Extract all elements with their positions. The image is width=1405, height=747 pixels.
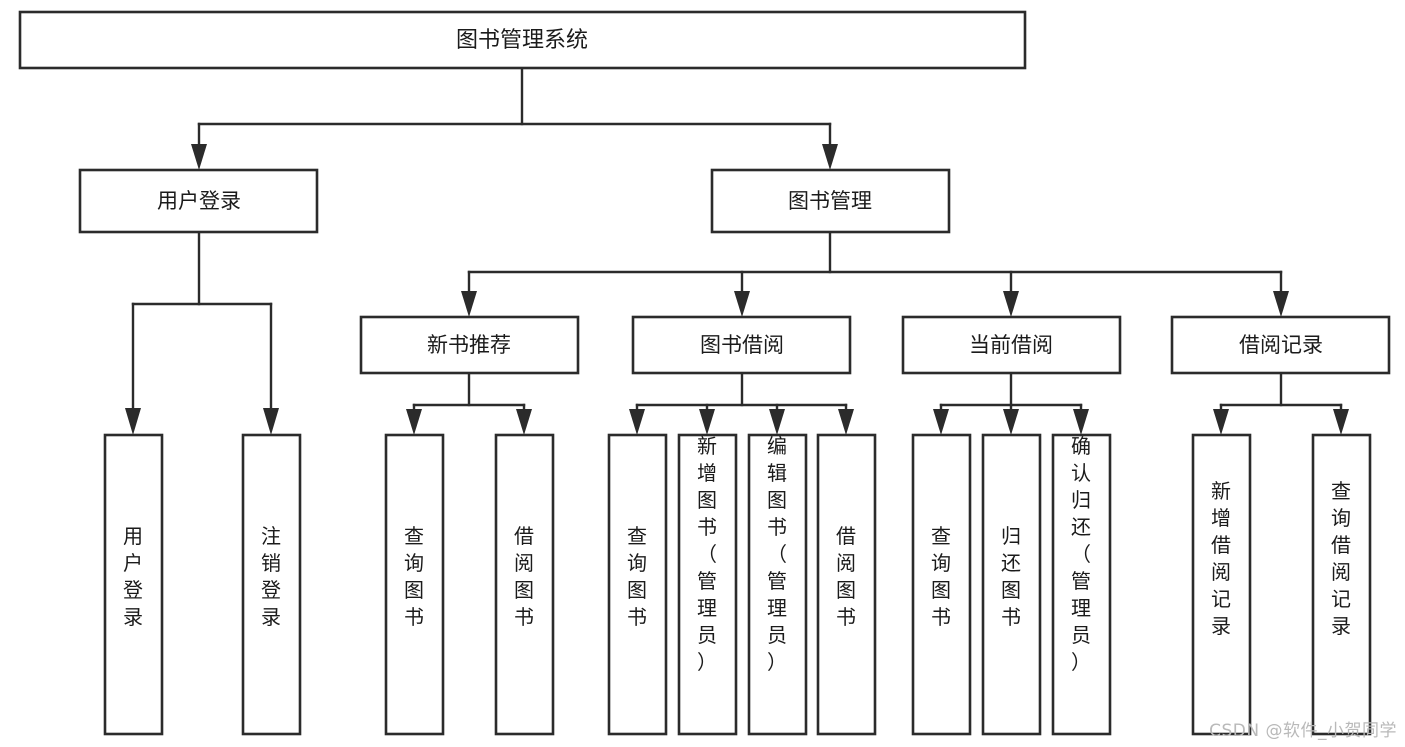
leaf-node-query-book-current-label: 查询图书 [931,524,951,629]
arrow-head-leaf-logout [263,408,279,435]
leaf-node-confirm-return-box[interactable] [1051,433,1112,736]
leaf-node-edit-book-box[interactable] [747,433,808,736]
arrow-head-leaf-query-book-1 [406,409,422,435]
connector-group-current-borrow [933,371,1089,435]
node-book-management[interactable]: 图书管理 [710,168,951,234]
node-user-login[interactable]: 用户登录 [78,168,319,234]
node-current-borrow-label: 当前借阅 [969,333,1053,357]
leaf-node-confirm-return[interactable]: 确认归还（管理员） [1051,433,1112,736]
node-root-label: 图书管理系统 [456,28,588,53]
leaf-node-return-book-box[interactable] [981,433,1042,736]
leaf-node-borrow-book-box[interactable] [816,433,877,736]
arrow-head-borrow-record [1273,291,1289,317]
node-borrow-record-box[interactable] [1170,315,1391,375]
leaf-node-add-borrow-record-box[interactable] [1191,433,1252,736]
leaf-node-add-borrow-record-label: 新增借阅记录 [1211,479,1231,638]
leaf-node-query-book-current[interactable]: 查询图书 [911,433,972,736]
leaf-node-borrow-book-label: 借阅图书 [836,524,856,629]
leaf-node-user-login-label: 用户登录 [123,524,143,629]
connector-group-borrow-record [1213,371,1349,435]
leaf-node-borrow-book-new[interactable]: 借阅图书 [494,433,555,736]
connector-group-root [191,66,838,170]
arrow-head-leaf-add-record [1213,409,1229,435]
node-root[interactable]: 图书管理系统 [18,10,1027,70]
node-user-login-box[interactable] [78,168,319,234]
leaf-node-logout[interactable]: 注销登录 [241,433,302,736]
leaf-node-query-borrow-record-box[interactable] [1311,433,1372,736]
leaf-node-query-book-new-box[interactable] [384,433,445,736]
leaf-node-borrow-book[interactable]: 借阅图书 [816,433,877,736]
arrow-head-leaf-return-book [1003,409,1019,435]
leaf-node-query-book-borrow[interactable]: 查询图书 [607,433,668,736]
connector-group-book-borrow [629,371,854,435]
arrow-head-book-mgmt [822,144,838,170]
leaf-node-query-book-new-label: 查询图书 [404,524,424,629]
leaf-node-edit-book-label: 编辑图书（管理员） [767,434,787,674]
leaf-node-query-book-new[interactable]: 查询图书 [384,433,445,736]
leaf-node-return-book-label: 归还图书 [1001,524,1021,629]
leaf-node-query-borrow-record-label: 查询借阅记录 [1331,479,1351,638]
leaf-node-logout-box[interactable] [241,433,302,736]
node-root-box[interactable] [18,10,1027,70]
arrow-head-new-book [461,291,477,317]
leaf-node-confirm-return-label: 确认归还（管理员） [1071,434,1091,674]
leaf-node-query-borrow-record[interactable]: 查询借阅记录 [1311,433,1372,736]
node-book-borrow[interactable]: 图书借阅 [631,315,852,375]
connector-group-user-login [125,230,279,435]
node-book-borrow-label: 图书借阅 [700,333,784,357]
connector-group-new-book [406,371,532,435]
arrow-head-leaf-user-login [125,408,141,435]
node-borrow-record[interactable]: 借阅记录 [1170,315,1391,375]
node-new-book-recommend[interactable]: 新书推荐 [359,315,580,375]
csdn-watermark: CSDN @软件_小贺同学 [1209,721,1397,741]
leaf-node-borrow-book-new-box[interactable] [494,433,555,736]
leaf-node-add-book-box[interactable] [677,433,738,736]
node-new-book-recommend-box[interactable] [359,315,580,375]
arrow-head-user-login [191,144,207,170]
node-book-management-label: 图书管理 [788,189,872,213]
leaf-node-query-book-current-box[interactable] [911,433,972,736]
node-user-login-label: 用户登录 [157,189,241,213]
arrow-head-leaf-query-book-3 [933,409,949,435]
leaf-node-edit-book[interactable]: 编辑图书（管理员） [747,433,808,736]
leaf-node-borrow-book-new-label: 借阅图书 [514,524,534,629]
arrow-head-leaf-confirm-return [1073,409,1089,435]
connector-group-book-mgmt [461,230,1289,317]
leaf-node-logout-label: 注销登录 [261,524,281,629]
node-new-book-recommend-label: 新书推荐 [427,333,511,357]
arrow-head-leaf-edit-book [769,409,785,435]
arrow-head-leaf-borrow-book-1 [516,409,532,435]
leaf-node-user-login-box[interactable] [103,433,164,736]
leaf-node-add-book[interactable]: 新增图书（管理员） [677,433,738,736]
node-borrow-record-label: 借阅记录 [1239,333,1323,357]
leaf-node-user-login[interactable]: 用户登录 [103,433,164,736]
leaf-node-query-book-borrow-box[interactable] [607,433,668,736]
arrow-head-leaf-query-book-2 [629,409,645,435]
node-current-borrow-box[interactable] [901,315,1122,375]
leaf-node-add-borrow-record[interactable]: 新增借阅记录 [1191,433,1252,736]
leaf-node-add-book-label: 新增图书（管理员） [697,434,717,674]
leaf-node-query-book-borrow-label: 查询图书 [627,524,647,629]
leaf-node-return-book[interactable]: 归还图书 [981,433,1042,736]
node-current-borrow[interactable]: 当前借阅 [901,315,1122,375]
node-book-borrow-box[interactable] [631,315,852,375]
arrow-head-leaf-add-book [699,409,715,435]
node-book-management-box[interactable] [710,168,951,234]
arrow-head-leaf-borrow-book-2 [838,409,854,435]
arrow-head-book-borrow [734,291,750,317]
arrow-head-leaf-query-record [1333,409,1349,435]
arrow-head-current-borrow [1003,291,1019,317]
